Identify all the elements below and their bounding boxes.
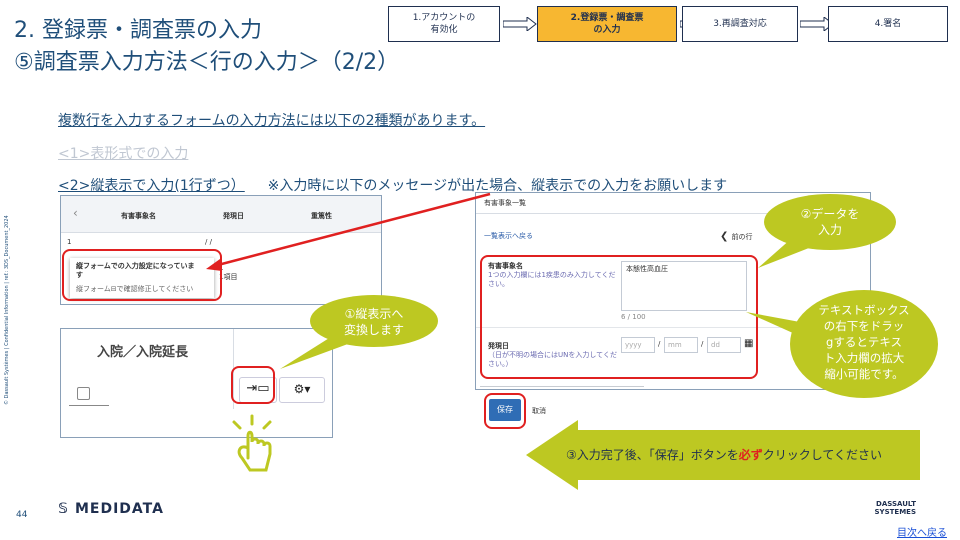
step-arrow-icon	[503, 17, 537, 31]
option-table-link[interactable]: <1>表形式での入力	[58, 146, 189, 162]
step-4: 4.署名	[828, 6, 948, 42]
day-input[interactable]: dd	[707, 337, 741, 353]
save-button[interactable]: 保存	[489, 399, 521, 421]
callout-3-shape	[526, 420, 920, 490]
chevron-left-icon: ❮	[720, 231, 732, 242]
callout-4-shape	[746, 290, 938, 398]
callout-2-shape	[758, 194, 896, 268]
adverse-event-textarea[interactable]: 本態性高血圧	[621, 261, 747, 311]
panel-header: 有害事象一覧	[484, 199, 526, 207]
row-checkbox[interactable]	[77, 387, 90, 400]
cancel-button[interactable]: 取消	[532, 407, 546, 415]
callout-1-shape	[280, 295, 438, 369]
table-form-panel: ‹ 有害事象名 発現日 重篤性 1 / / 1 1項目	[60, 195, 382, 305]
dassault-logo: DASSAULT SYSTEMES	[874, 500, 917, 516]
page-subtitle: ⑤調査票入力方法＜行の入力＞（2/2）	[14, 50, 400, 75]
char-counter: 6 / 100	[621, 313, 646, 321]
note-text: ※入力時に以下のメッセージが出た場合、縦表示での入力をお願いします	[267, 178, 728, 194]
back-to-contents-link[interactable]: 目次へ戻る	[897, 528, 947, 539]
field-name-label: 有害事象名	[488, 262, 523, 270]
step-3: 3.再調査対応	[682, 6, 798, 42]
settings-dropdown-button[interactable]: ⚙▾	[279, 377, 325, 403]
vertical-form-icon: ⊟	[110, 285, 117, 293]
chevron-left-icon[interactable]: ‹	[73, 206, 78, 220]
hospitalization-panel: 入院／入院延長 ⇥▭ ⚙▾	[60, 328, 333, 438]
callout-resize-note: テキストボックス の右下をドラッ gするとテキス ト入力欄の拡大 縮小可能です。	[818, 303, 910, 381]
save-highlight	[484, 393, 526, 429]
side-note: © Dassault Systèmes | Confidential Infor…	[4, 215, 10, 405]
hospitalization-header: 入院／入院延長	[97, 345, 189, 360]
callout-convert-vertical: ①縦表示へ 変換します	[343, 307, 404, 337]
callout-save-instruction: ③入力完了後、「保存」ボタンを必ずクリックしてください	[566, 448, 883, 462]
vertical-form-icon: ⇥▭	[246, 381, 270, 396]
tap-hand-icon	[232, 414, 272, 472]
col-header-severity: 重篤性	[311, 212, 332, 220]
field-name-hint: 1つの入力欄には1疾患のみ入力してください。	[488, 271, 616, 288]
month-input[interactable]: mm	[664, 337, 698, 353]
callout-enter-data: ②データを 入力	[800, 207, 860, 237]
step-1: 1.アカウントの 有効化	[388, 6, 500, 42]
popup-highlight	[62, 249, 222, 301]
field-date-hint: （日が不明の場合にはUNを入力してください。）	[488, 351, 617, 368]
col-header-date: 発現日	[223, 212, 244, 220]
step-2: 2.登録票・調査票 の入力	[537, 6, 677, 42]
row-number: 1	[67, 238, 72, 246]
pointer-arrow	[206, 192, 491, 271]
back-to-list-link[interactable]: 一覧表示へ戻る	[484, 232, 533, 240]
prev-row-link[interactable]: ❮ 前の行	[720, 231, 753, 242]
page-title: 2. 登録票・調査票の入力	[14, 18, 262, 43]
col-header-name: 有害事象名	[121, 212, 156, 220]
medidata-logo: 𝕊 MEDIDATA	[58, 501, 164, 517]
option-vertical-link[interactable]: <2>縦表示で入力(1行ずつ）	[58, 178, 245, 194]
warning-popup: 縦フォームでの入力設定になっていま す 縦フォーム⊟で確認修正してください	[70, 258, 214, 298]
form-input-highlight	[480, 255, 758, 379]
date-separator: / /	[205, 238, 212, 246]
page-number: 44	[16, 510, 28, 520]
intro-text: 複数行を入力するフォームの入力方法には以下の2種類があります。	[58, 113, 486, 129]
gear-icon: ⚙▾	[293, 382, 311, 396]
field-date-label: 発現日	[488, 342, 509, 350]
vertical-view-highlight	[231, 366, 275, 404]
year-input[interactable]: yyyy	[621, 337, 655, 353]
calendar-icon[interactable]: ▦	[744, 338, 754, 349]
